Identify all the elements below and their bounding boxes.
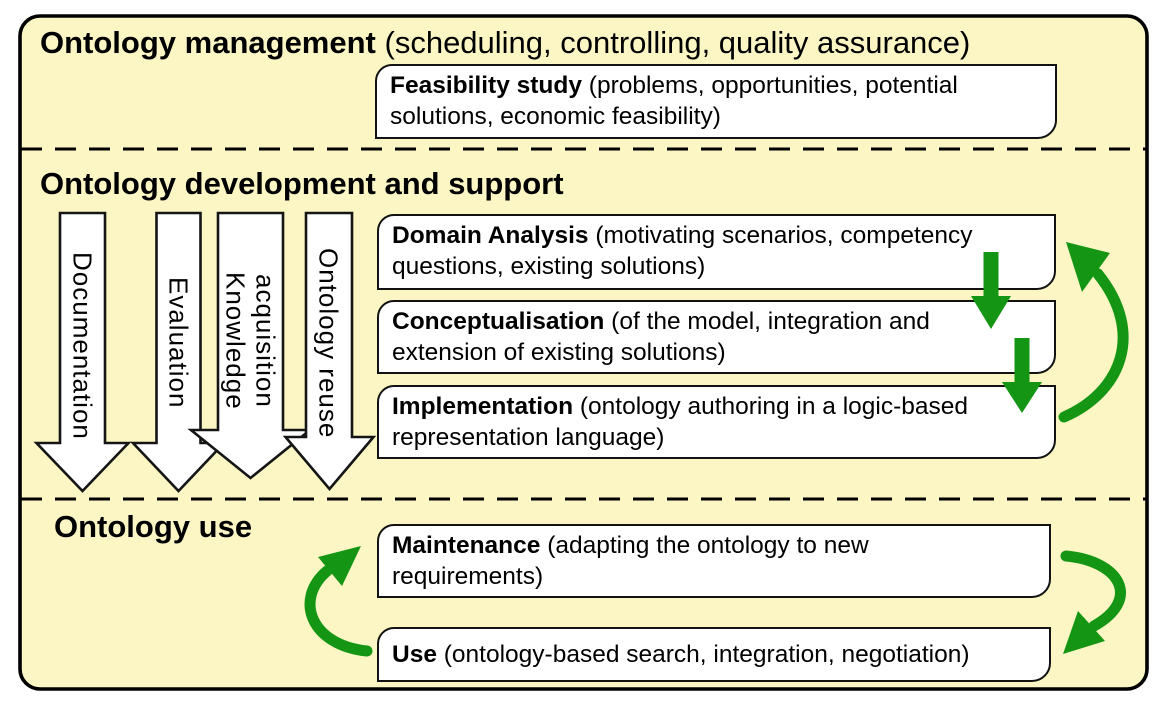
section-title-use: Ontology use	[54, 509, 252, 545]
conceptualisation-title: Conceptualisation	[392, 308, 605, 335]
use-desc: (ontology-based search, integration, neg…	[443, 641, 970, 668]
section-title-development: Ontology development and support	[40, 166, 564, 202]
documentation-arrow-label: Documentation	[67, 251, 98, 440]
domain-analysis-box: Domain Analysis (motivating scenarios, c…	[377, 214, 1056, 290]
conceptualisation-desc: (of the model, integration and extension…	[392, 308, 930, 366]
feasibility-study-title: Feasibility study	[390, 72, 582, 99]
feasibility-study-box: Feasibility study (problems, opportuniti…	[375, 64, 1057, 139]
maintenance-box: Maintenance (adapting the ontology to ne…	[377, 524, 1051, 598]
section-title-management-subtitle: (scheduling, controlling, quality assura…	[384, 25, 971, 60]
section-title-development-bold: Ontology development and support	[40, 166, 564, 201]
section-title-management-bold: Ontology management	[40, 25, 376, 60]
section-title-use-bold: Ontology use	[54, 509, 253, 544]
maintenance-title: Maintenance	[392, 532, 541, 559]
conceptualisation-box: Conceptualisation (of the model, integra…	[377, 300, 1056, 374]
implementation-title: Implementation	[392, 393, 574, 420]
use-title: Use	[392, 641, 437, 668]
domain-analysis-title: Domain Analysis	[392, 222, 589, 249]
implementation-box: Implementation (ontology authoring in a …	[377, 385, 1056, 459]
domain-analysis-desc: (motivating scenarios, competency questi…	[392, 222, 973, 280]
implementation-desc: (ontology authoring in a logic-based rep…	[392, 393, 969, 451]
maintenance-desc: (adapting the ontology to new requiremen…	[392, 532, 869, 590]
knowledge-acquisition-arrow-label: Knowledge acquisition	[220, 271, 281, 410]
use-box: Use (ontology-based search, integration,…	[377, 627, 1051, 682]
evaluation-arrow-label: Evaluation	[163, 277, 194, 409]
feasibility-study-desc: (problems, opportunities, potential solu…	[390, 72, 958, 130]
ontology-reuse-arrow-label: Ontology reuse	[313, 247, 344, 439]
section-title-management: Ontology management (scheduling, control…	[40, 25, 970, 61]
